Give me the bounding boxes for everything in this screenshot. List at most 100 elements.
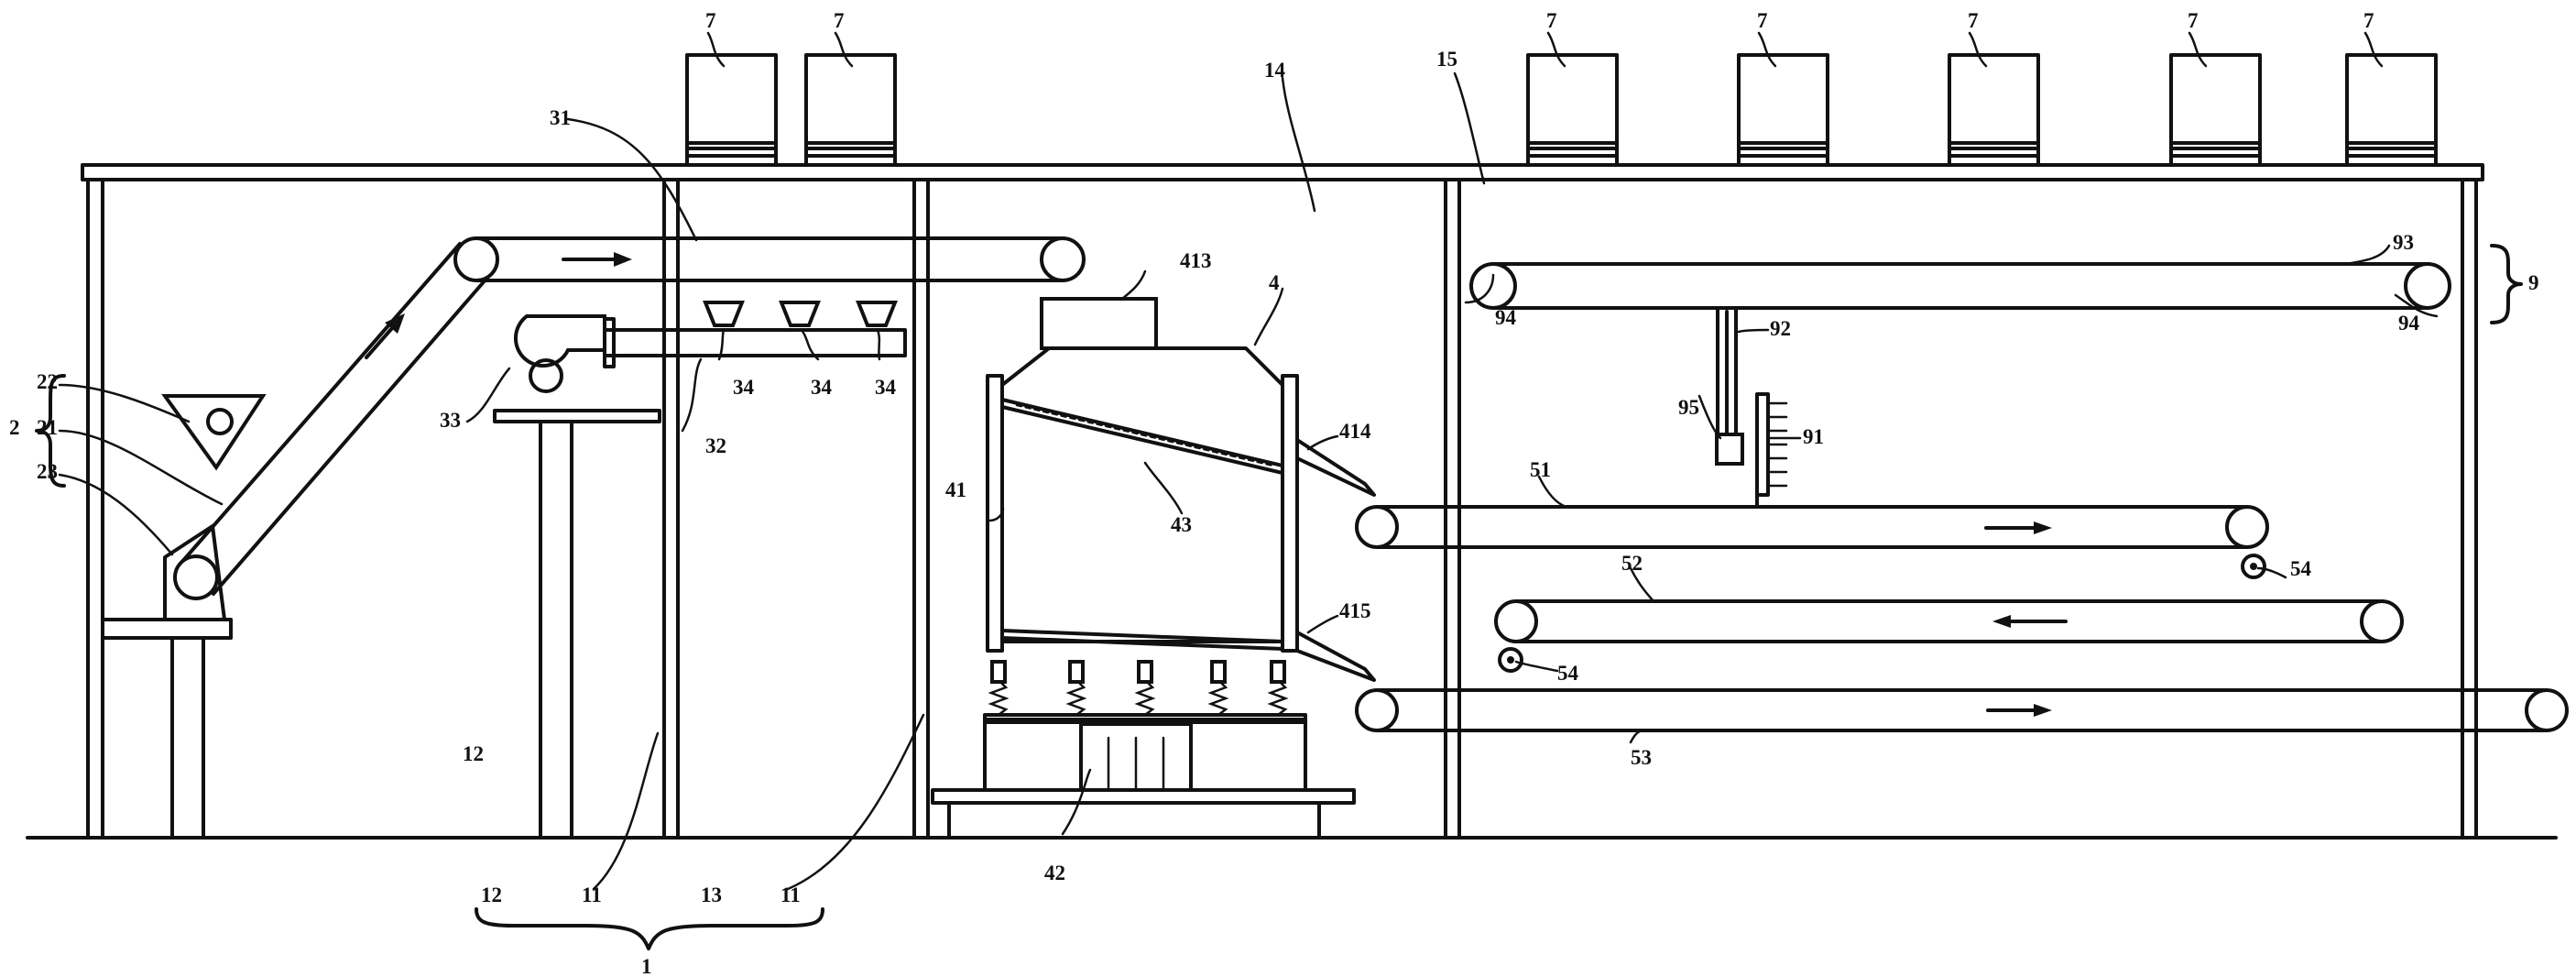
fan-unit (1948, 53, 2040, 167)
label-95: 95 (1678, 396, 1699, 419)
cleaning-conveyor-9 (1469, 262, 2451, 509)
frame-1 (26, 163, 2558, 840)
conveyor-51 (1355, 505, 2269, 579)
blower-assembly (493, 301, 907, 840)
screen-base (931, 788, 1356, 805)
arrow-right-icon (1986, 704, 2052, 717)
motor-base-42 (983, 718, 1307, 792)
hopper-roller (206, 408, 234, 435)
feeder-platform (101, 618, 233, 640)
label-7: 7 (834, 9, 845, 32)
label-13: 13 (701, 884, 722, 906)
fan-unit (685, 53, 778, 167)
braces (35, 244, 2523, 950)
conveyor-53 (1355, 688, 2569, 732)
label-22: 22 (37, 370, 58, 393)
leader-lines (58, 31, 2439, 891)
fan-unit (804, 53, 897, 167)
label-92: 92 (1770, 317, 1791, 340)
label-91: 91 (1803, 425, 1824, 448)
nozzle-34 (779, 301, 821, 327)
label-34: 34 (733, 376, 755, 399)
air-pipe-32 (603, 328, 907, 357)
label-54: 54 (2290, 557, 2312, 580)
arrow-right-icon (562, 252, 632, 267)
label-94: 94 (2398, 312, 2420, 335)
tension-roller-54 (1498, 647, 1523, 673)
label-33: 33 (440, 409, 461, 432)
label-12: 12 (463, 742, 484, 765)
fans-7 (685, 53, 2438, 167)
label-34: 34 (875, 376, 897, 399)
conveyor-31-roller-top (453, 236, 499, 282)
conveyor-31 (173, 236, 1086, 600)
label-415: 415 (1339, 599, 1371, 622)
brush-91 (1755, 392, 1770, 497)
feeder-2 (101, 394, 267, 840)
screen-body (1000, 346, 1284, 643)
conveyor-31-roller-bottom (173, 554, 219, 600)
label-12: 12 (481, 884, 502, 906)
arrow-up-icon (365, 313, 405, 359)
label-9: 9 (2528, 271, 2539, 294)
brace-9 (2490, 244, 2523, 324)
label-42: 42 (1044, 862, 1065, 884)
label-4: 4 (1269, 271, 1280, 294)
outlet-415 (1295, 631, 1376, 682)
label-7: 7 (705, 9, 716, 32)
nozzle-34 (856, 301, 898, 327)
tension-roller-54 (2241, 554, 2266, 579)
label-34: 34 (811, 376, 833, 399)
fan-unit (2345, 53, 2438, 167)
motor-413 (1040, 297, 1158, 350)
outlet-414 (1295, 438, 1376, 497)
label-414: 414 (1339, 420, 1371, 443)
arrow-left-icon (1992, 615, 2068, 628)
brush-motor-95 (1715, 433, 1744, 466)
fan-unit (1737, 53, 1829, 167)
fan-unit (2169, 53, 2262, 167)
vibrating-screen-4 (931, 297, 1376, 840)
brace-2 (35, 374, 66, 488)
label-21: 21 (37, 416, 58, 439)
label-23: 23 (37, 460, 58, 483)
conveyor-31-roller-end (1040, 236, 1086, 282)
label-14: 14 (1264, 59, 1286, 82)
label-51: 51 (1530, 458, 1551, 481)
label-32: 32 (705, 434, 726, 457)
label-53: 53 (1631, 746, 1652, 769)
label-7: 7 (2188, 9, 2199, 32)
conveyor-52 (1494, 599, 2404, 673)
label-11: 11 (780, 884, 801, 906)
label-11: 11 (582, 884, 602, 906)
arrow-right-icon (1984, 521, 2052, 534)
label-31: 31 (550, 106, 571, 129)
brace-1 (475, 907, 824, 950)
label-7: 7 (2363, 9, 2374, 32)
label-52: 52 (1621, 552, 1643, 575)
label-43: 43 (1171, 513, 1192, 536)
blower-33 (513, 314, 606, 368)
springs (988, 660, 1289, 717)
label-7: 7 (1757, 9, 1768, 32)
blower-stand-top (493, 409, 661, 423)
label-7: 7 (1968, 9, 1979, 32)
feeder-bracket-23 (163, 524, 226, 621)
label-41: 41 (945, 478, 966, 501)
nozzle-34 (703, 301, 745, 327)
screen-post-41 (986, 374, 1004, 653)
label-1: 1 (641, 955, 652, 977)
label-94: 94 (1495, 306, 1517, 329)
label-93: 93 (2393, 231, 2414, 254)
label-15: 15 (1436, 48, 1457, 71)
screen-mesh-43 (1000, 398, 1284, 475)
label-413: 413 (1180, 249, 1212, 272)
label-7: 7 (1546, 9, 1557, 32)
label-2: 2 (9, 416, 20, 439)
fan-unit (1526, 53, 1619, 167)
label-54: 54 (1557, 662, 1579, 685)
top-beam (81, 163, 2484, 181)
labels: 7 7 7 7 7 7 7 31 22 2 21 23 33 32 34 34 … (9, 9, 2539, 977)
